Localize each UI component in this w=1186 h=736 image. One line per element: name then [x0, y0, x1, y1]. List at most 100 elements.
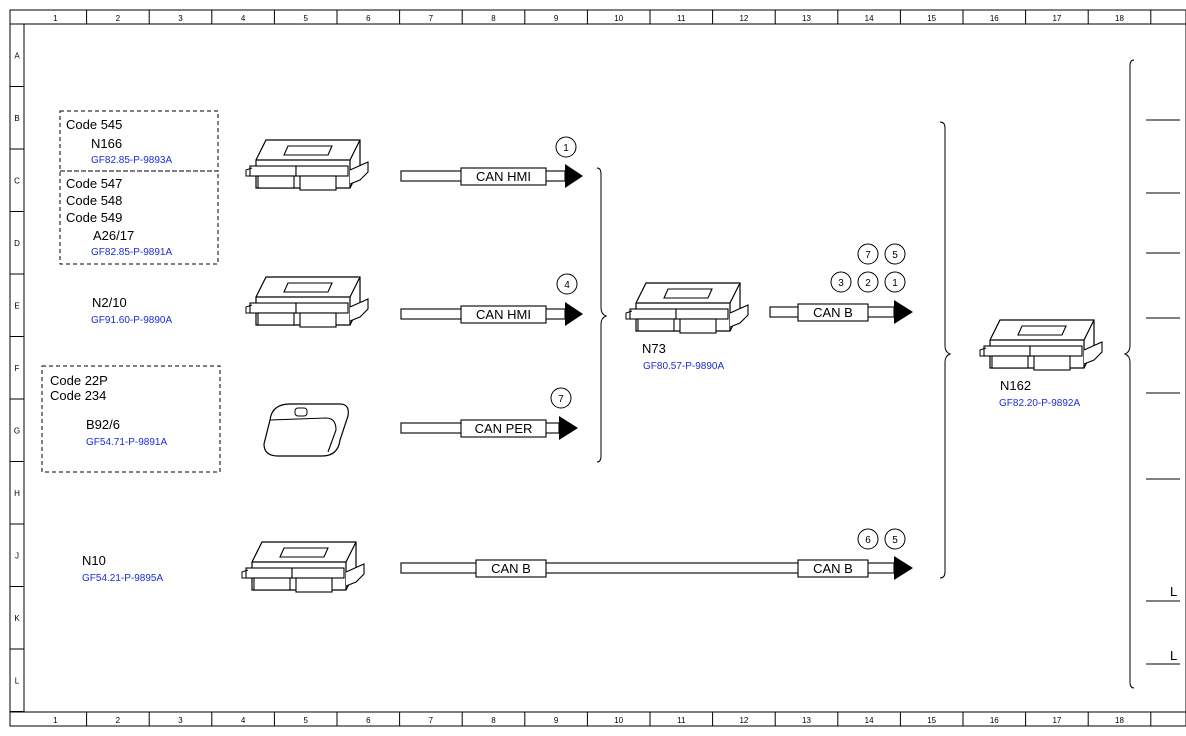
device-b92-6: [263, 403, 349, 457]
ruler-bottom-col-8: 8: [491, 716, 496, 725]
bus4-label: CAN B: [813, 305, 853, 320]
ruler-top-col-15: 15: [927, 14, 936, 23]
ruler-left-row-J: J: [15, 551, 19, 560]
bus4-marker-bottom-1: 3: [838, 278, 844, 289]
ruler-bottom: [9, 711, 1186, 727]
ruler-bottom-col-11: 11: [677, 716, 686, 725]
control-unit-n2-10: [245, 276, 369, 328]
control-unit-n10: [241, 541, 365, 593]
bus4-marker-top-1: 7: [865, 250, 871, 261]
ruler-top-col-2: 2: [116, 14, 121, 23]
bus-can-b-n10: CAN B CAN B 6 5: [400, 528, 913, 580]
bus4-marker-bottom-3: 1: [892, 278, 898, 289]
bus-can-per: CAN PER 7: [400, 387, 578, 440]
ruler-top-col-16: 16: [990, 14, 999, 23]
ruler-top: [9, 9, 1186, 25]
ruler-top-col-17: 17: [1052, 14, 1061, 23]
ruler-top-col-18: 18: [1115, 14, 1124, 23]
ruler-top-col-7: 7: [429, 14, 434, 23]
ruler-left-row-C: C: [14, 176, 20, 185]
ruler-left-row-G: G: [14, 426, 20, 435]
group3-code-2: Code 234: [50, 388, 106, 403]
ruler-left-row-K: K: [14, 614, 20, 623]
bus5-label-end: CAN B: [813, 561, 853, 576]
group1-ref-link[interactable]: GF82.85-P-9893A: [91, 155, 172, 166]
bus5-marker-2: 5: [892, 535, 898, 546]
ruler-top-col-4: 4: [241, 14, 246, 23]
n2-10-label: N2/10: [92, 295, 127, 310]
n73-label: N73: [642, 341, 666, 356]
group2-device-label: A26/17: [93, 228, 134, 243]
ruler-bottom-col-10: 10: [614, 716, 623, 725]
bus2-label: CAN HMI: [476, 307, 531, 322]
bus-can-hmi-1: CAN HMI 1: [400, 136, 583, 188]
ruler-bottom-col-1: 1: [53, 716, 58, 725]
ruler-bottom-col-6: 6: [366, 716, 371, 725]
bus1-marker-1: 1: [563, 143, 569, 154]
bus-group-brace: [596, 167, 608, 463]
bus5-label-start: CAN B: [491, 561, 531, 576]
ruler-top-col-10: 10: [614, 14, 623, 23]
ruler-bottom-col-14: 14: [865, 716, 874, 725]
bus3-label: CAN PER: [475, 421, 533, 436]
ruler-top-col-14: 14: [865, 14, 874, 23]
group2-code-1: Code 547: [66, 176, 122, 191]
bus5-marker-1: 6: [865, 535, 871, 546]
n162-label: N162: [1000, 378, 1031, 393]
ruler-left-row-L: L: [15, 676, 20, 685]
ruler-bottom-col-17: 17: [1052, 716, 1061, 725]
ruler-top-col-3: 3: [178, 14, 183, 23]
n162-input-brace: [939, 121, 952, 579]
group1-device-label: N166: [91, 136, 122, 151]
group2-code-2: Code 548: [66, 193, 122, 208]
right-connection-stubs: [1146, 119, 1180, 665]
ruler-bottom-col-12: 12: [739, 716, 748, 725]
control-unit-n162: [979, 319, 1103, 371]
control-unit-n166-a26-17: [245, 139, 369, 191]
group3-device-label: B92/6: [86, 417, 120, 432]
bus3-marker-1: 7: [558, 394, 564, 405]
ruler-left-row-H: H: [14, 489, 20, 498]
ruler-top-col-11: 11: [677, 14, 686, 23]
ruler-left-row-E: E: [14, 301, 19, 310]
right-edge-label-2: L: [1170, 648, 1177, 663]
ruler-left-row-D: D: [14, 239, 20, 248]
group3-ref-link[interactable]: GF54.71-P-9891A: [86, 437, 167, 448]
ruler-top-col-13: 13: [802, 14, 811, 23]
n2-10-ref-link[interactable]: GF91.60-P-9890A: [91, 315, 172, 326]
ruler-top-col-8: 8: [491, 14, 496, 23]
n10-label: N10: [82, 553, 106, 568]
ruler-top-col-9: 9: [554, 14, 559, 23]
ruler-left-row-B: B: [14, 114, 19, 123]
ruler-top-col-12: 12: [739, 14, 748, 23]
ruler-bottom-col-18: 18: [1115, 716, 1124, 725]
ruler-bottom-col-9: 9: [554, 716, 559, 725]
ruler-bottom-col-3: 3: [178, 716, 183, 725]
bus4-marker-top-2: 5: [892, 250, 898, 261]
n73-ref-link[interactable]: GF80.57-P-9890A: [643, 361, 724, 372]
n162-ref-link[interactable]: GF82.20-P-9892A: [999, 398, 1080, 409]
group3-code-1: Code 22P: [50, 373, 108, 388]
group2-ref-link[interactable]: GF82.85-P-9891A: [91, 247, 172, 258]
group1-code-1: Code 545: [66, 117, 122, 132]
ruler-top-col-6: 6: [366, 14, 371, 23]
ruler-bottom-col-4: 4: [241, 716, 246, 725]
bus4-marker-bottom-2: 2: [865, 278, 871, 289]
ruler-bottom-col-7: 7: [429, 716, 434, 725]
ruler-left-row-A: A: [14, 51, 20, 60]
n10-ref-link[interactable]: GF54.21-P-9895A: [82, 573, 163, 584]
bus2-marker-1: 4: [564, 280, 570, 291]
bus-can-hmi-2: CAN HMI 4: [400, 273, 583, 326]
bus-can-b-n73: CAN B 7 5 3 2 1: [769, 243, 913, 324]
control-unit-n73: [625, 282, 749, 334]
right-brace: [1123, 59, 1135, 689]
ruler-bottom-col-5: 5: [303, 716, 308, 725]
ruler-bottom-col-15: 15: [927, 716, 936, 725]
code-group-box-2: [59, 170, 219, 265]
code-group-box-3: [41, 365, 221, 473]
ruler-left-row-F: F: [15, 364, 20, 373]
right-edge-label-1: L: [1170, 584, 1177, 599]
ruler-bottom-col-16: 16: [990, 716, 999, 725]
group2-code-3: Code 549: [66, 210, 122, 225]
